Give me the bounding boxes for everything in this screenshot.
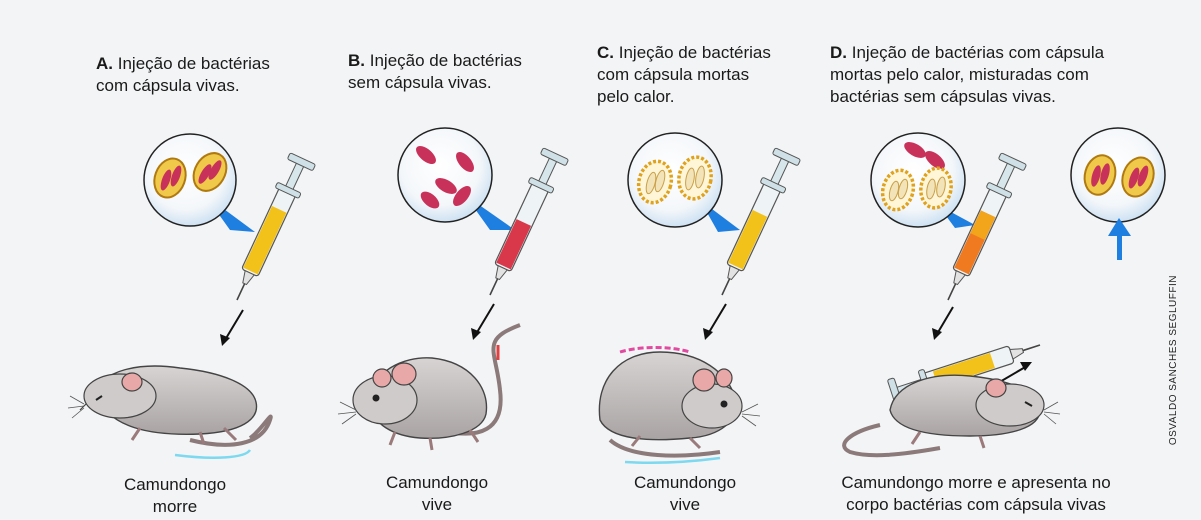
panel-c-caption-line-1: Camundongo (625, 472, 745, 494)
panel-b-caption-line-1: Camundongo (377, 472, 497, 494)
panel-c-bubble (628, 133, 740, 232)
panel-b-caption: Camundongo vive (377, 472, 497, 516)
panel-d-letter: D. (830, 43, 847, 62)
panel-d-caption-line-1: Camundongo morre e apresenta no (826, 472, 1126, 494)
illustrator-credit: OSVALDO SANCHES SEGLUFFIN (1168, 275, 1179, 445)
arrow-b (471, 304, 494, 340)
panel-a-caption-line-2: morre (115, 496, 235, 518)
panel-b-bubble (398, 128, 515, 230)
panel-a-line-1: Injeção de bactérias (118, 54, 270, 73)
mouse-b-alive (338, 325, 520, 450)
panel-a-letter: A. (96, 54, 113, 73)
panel-d-line-1: Injeção de bactérias com cápsula (852, 43, 1104, 62)
panel-c-line-2: com cápsula mortas (597, 64, 771, 86)
panel-d-caption-line-2: corpo bactérias com cápsula vivas (826, 494, 1126, 516)
panel-d-caption: Camundongo morre e apresenta no corpo ba… (826, 472, 1126, 516)
panel-b-line-2: sem cápsula vivas. (348, 72, 522, 94)
panel-a-title: A. Injeção de bactérias com cápsula viva… (96, 53, 270, 97)
arrow-a (220, 310, 243, 346)
panel-d-bubble-left (871, 133, 975, 228)
panel-a-line-2: com cápsula vivas. (96, 75, 270, 97)
panel-a-bubble (144, 134, 255, 232)
mouse-d-dead (844, 375, 1060, 455)
panel-d-title: D. Injeção de bactérias com cápsula mort… (830, 42, 1104, 108)
arrow-c (703, 304, 726, 340)
panel-c-caption-line-2: vive (625, 494, 745, 516)
panel-c-title: C. Injeção de bactérias com cápsula mort… (597, 42, 771, 108)
arrow-d-up (1108, 218, 1131, 260)
panel-a-caption-line-1: Camundongo (115, 474, 235, 496)
panel-b-title: B. Injeção de bactérias sem cápsula viva… (348, 50, 522, 94)
panel-c-line-3: pelo calor. (597, 86, 771, 108)
panel-c-caption: Camundongo vive (625, 472, 745, 516)
panel-a-caption: Camundongo morre (115, 474, 235, 518)
panel-b-line-1: Injeção de bactérias (370, 51, 522, 70)
mouse-a-dead (68, 366, 271, 458)
panel-c-letter: C. (597, 43, 614, 62)
panel-d-bubble-right (1071, 128, 1165, 222)
panel-c-line-1: Injeção de bactérias (619, 43, 771, 62)
mouse-c-alive (599, 348, 760, 463)
panel-b-letter: B. (348, 51, 365, 70)
panel-d-line-3: bactérias sem cápsulas vivas. (830, 86, 1104, 108)
panel-b-caption-line-2: vive (377, 494, 497, 516)
arrow-d-down (932, 307, 953, 340)
panel-d-line-2: mortas pelo calor, misturadas com (830, 64, 1104, 86)
